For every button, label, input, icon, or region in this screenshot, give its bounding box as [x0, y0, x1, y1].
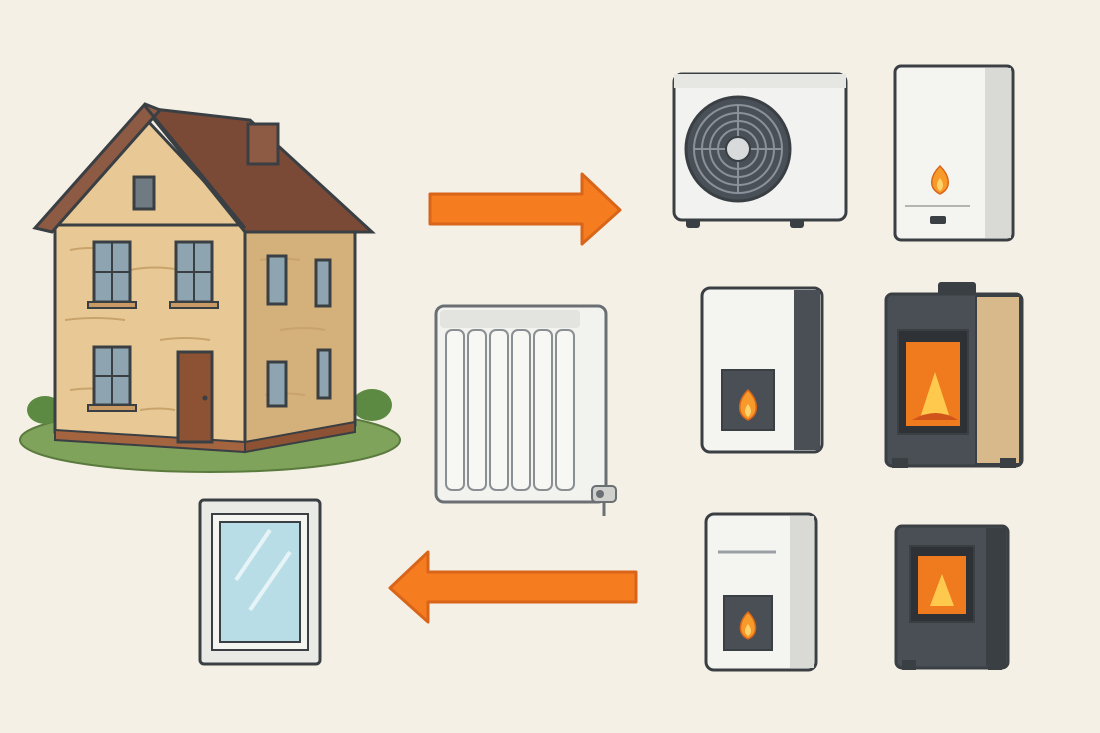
gas-boiler-icon [700, 286, 824, 454]
condensing-boiler-icon [704, 512, 818, 672]
pellet-stove-icon [894, 524, 1010, 670]
wood-stove-icon [884, 282, 1024, 468]
heat-pump-outdoor-unit-icon [672, 72, 848, 228]
wall-boiler-icon [893, 64, 1015, 242]
house-icon [19, 102, 401, 473]
window-icon [198, 498, 322, 666]
arrow-right-icon [428, 172, 622, 246]
radiator-icon [434, 304, 617, 516]
arrow-left-icon [388, 550, 638, 624]
